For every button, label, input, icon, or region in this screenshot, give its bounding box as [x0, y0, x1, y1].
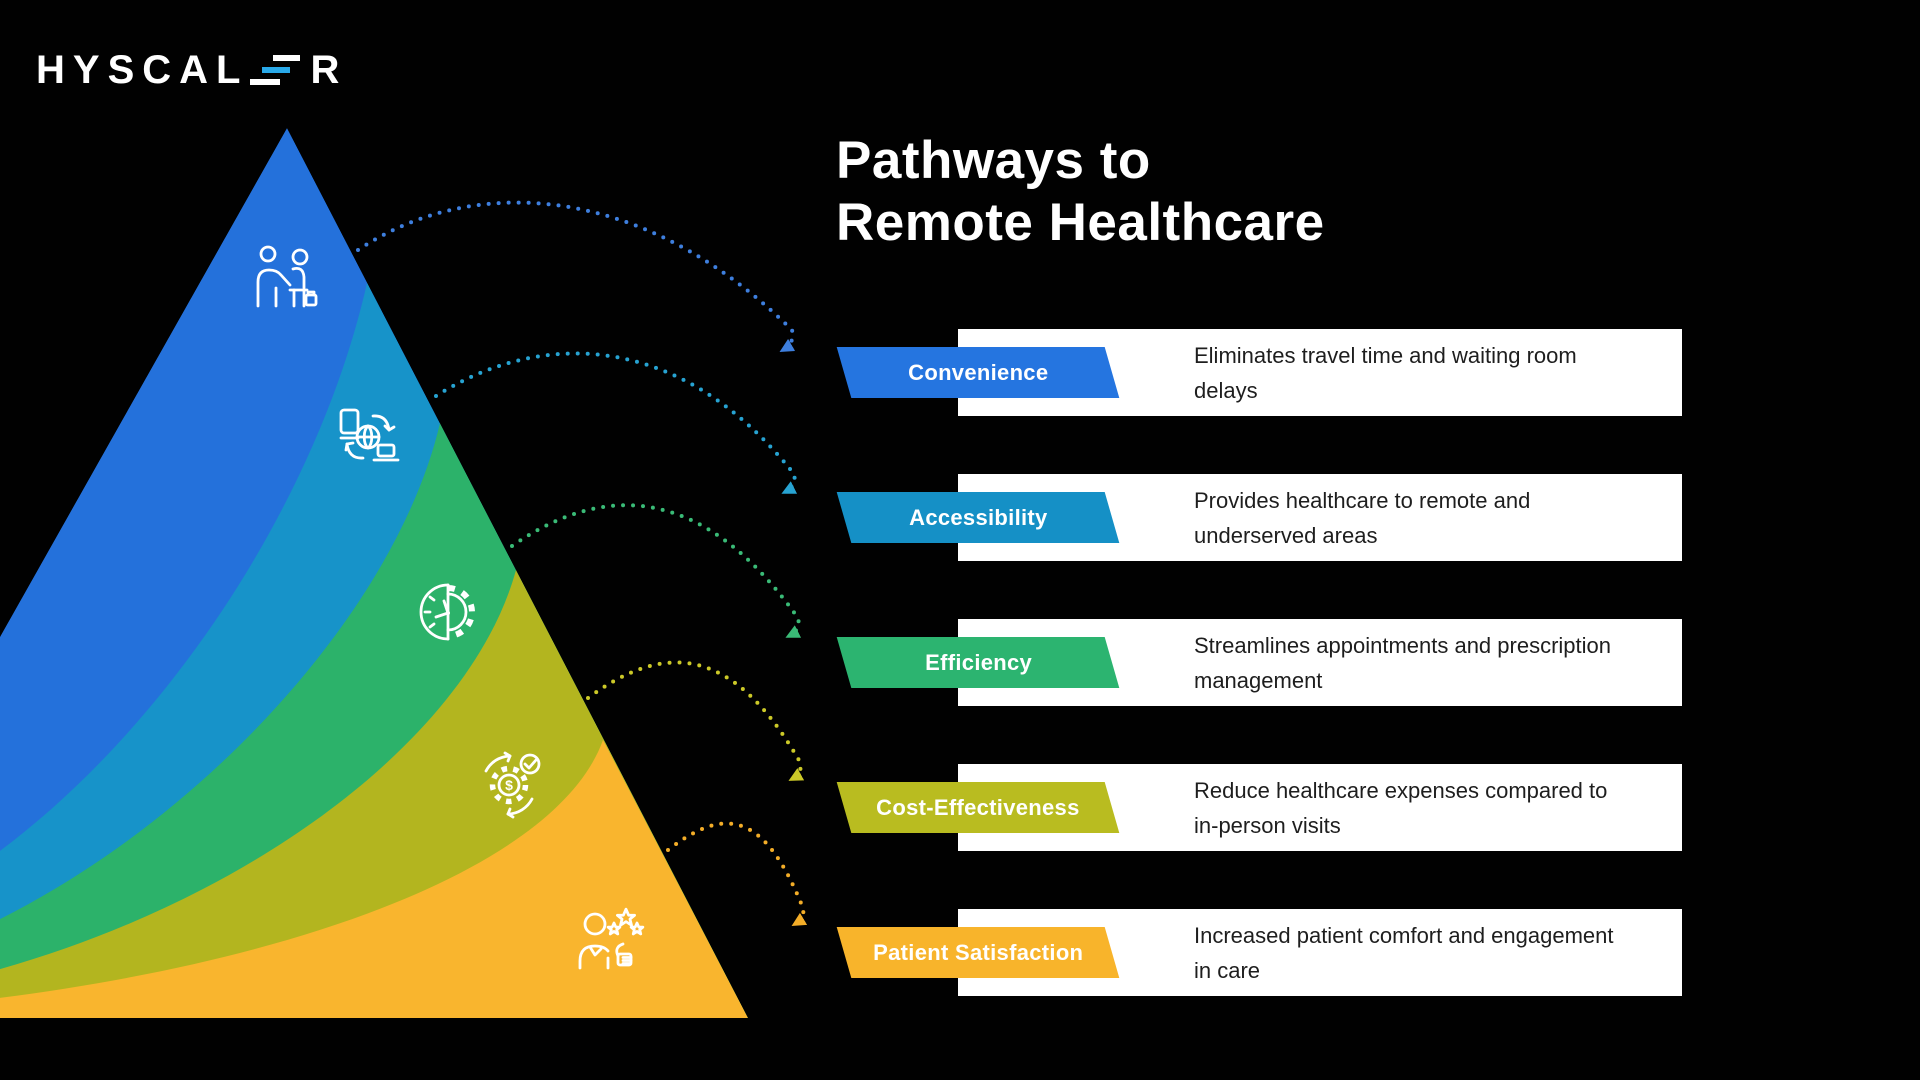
ribbon-cost-effectiveness: Cost-Effectiveness — [836, 782, 1120, 833]
logo-text-suffix: R — [310, 48, 348, 92]
page-title: Pathways to Remote Healthcare — [836, 130, 1325, 254]
card-description: Streamlines appointments and prescriptio… — [1194, 632, 1612, 693]
pyramid-layer-satisfaction — [0, 740, 748, 1018]
logo-e-bar-middle — [262, 67, 291, 73]
card-description: Provides healthcare to remote and unders… — [1194, 487, 1531, 548]
card-description: Eliminates travel time and waiting room … — [1194, 342, 1577, 403]
ribbon-label: Efficiency — [924, 649, 1032, 675]
pyramid-diagram: $ — [0, 128, 748, 1018]
card-description: Reduce healthcare expenses compared to i… — [1194, 777, 1608, 838]
card-description: Increased patient comfort and engagement… — [1194, 922, 1614, 983]
logo-e-icon — [250, 55, 302, 85]
device-exchange-icon — [339, 408, 400, 462]
dollar-gear-icon: $ — [484, 751, 541, 819]
ribbon-label: Patient Satisfaction — [872, 939, 1084, 965]
page-title-line1: Pathways to — [836, 131, 1151, 190]
ribbon-efficiency: Efficiency — [836, 637, 1120, 688]
doctor-patient-icon — [256, 245, 318, 308]
ribbon-label: Accessibility — [908, 504, 1048, 530]
ribbon-label: Cost-Effectiveness — [876, 794, 1080, 820]
patient-rating-icon — [578, 909, 643, 970]
logo-e-bar-top — [273, 55, 301, 61]
ribbon-accessibility: Accessibility — [836, 492, 1120, 543]
logo-e-bar-bottom — [250, 79, 281, 85]
logo-text-prefix: HYSCAL — [36, 48, 249, 92]
hyscaler-logo: HYSCAL R — [36, 50, 347, 90]
ribbon-convenience: Convenience — [836, 347, 1120, 398]
clock-gear-icon — [419, 583, 475, 641]
dollar-sign: $ — [505, 777, 513, 793]
ribbon-label: Convenience — [907, 359, 1049, 385]
ribbon-patient-satisfaction: Patient Satisfaction — [836, 927, 1120, 978]
page-title-line2: Remote Healthcare — [836, 193, 1325, 252]
